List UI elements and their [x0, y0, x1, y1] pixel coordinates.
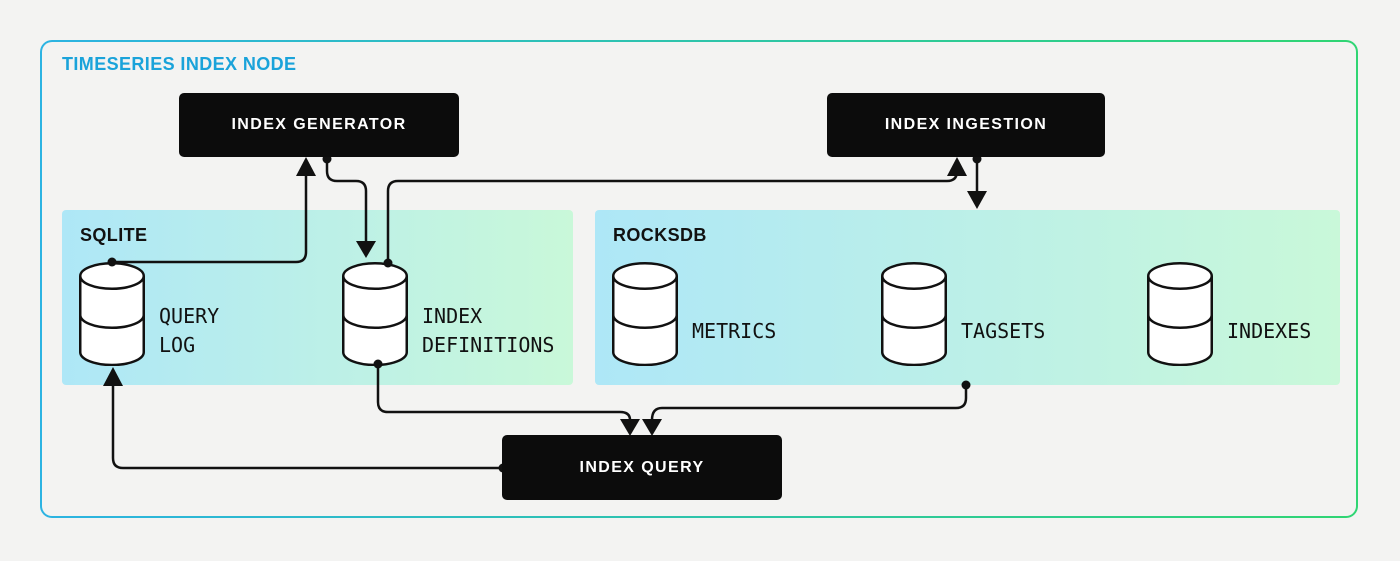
store-label: QUERY LOG [159, 304, 220, 357]
store-index-definitions: INDEX DEFINITIONS [342, 262, 554, 366]
index-ingestion-node: INDEX INGESTION [827, 93, 1105, 157]
index-ingestion-label: INDEX INGESTION [884, 116, 1048, 133]
index-query-node: INDEX QUERY [502, 435, 782, 500]
store-tagsets: TAGSETS [881, 262, 1045, 366]
store-label: METRICS [692, 318, 777, 343]
diagram-title: TIMESERIES INDEX NODE [62, 54, 297, 74]
store-label: INDEX DEFINITIONS [422, 304, 555, 357]
index-generator-node: INDEX GENERATOR [179, 93, 459, 157]
index-query-label: INDEX QUERY [579, 458, 705, 476]
database-icon [612, 262, 678, 366]
database-icon [79, 262, 145, 366]
database-icon [881, 262, 947, 366]
store-metrics: METRICS [612, 262, 776, 366]
sqlite-panel-title: SQLITE [80, 225, 148, 245]
rocksdb-panel-title: ROCKSDB [613, 225, 707, 245]
index-generator-label: INDEX GENERATOR [231, 116, 407, 133]
database-icon [342, 262, 408, 366]
database-icon [1147, 262, 1213, 366]
store-label: INDEXES [1227, 318, 1312, 343]
store-query-log: QUERY LOG [79, 262, 219, 366]
store-label: TAGSETS [961, 318, 1046, 343]
store-indexes: INDEXES [1147, 262, 1311, 366]
